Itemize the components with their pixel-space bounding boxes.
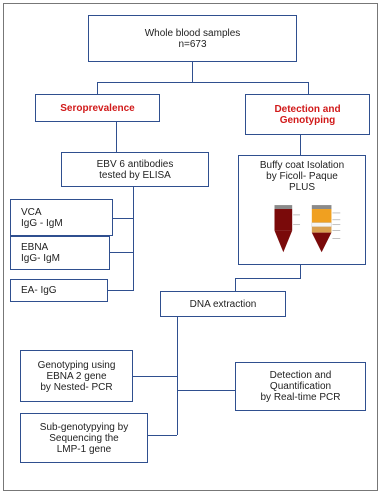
connector <box>110 252 133 253</box>
blood-tubes-illustration <box>274 205 341 253</box>
ebna-box: EBNA IgG- IgM <box>10 236 110 270</box>
detection-label: Detection and Genotyping <box>274 103 341 126</box>
connector <box>148 435 177 436</box>
root-text: Whole blood samples n=673 <box>144 27 241 50</box>
ea-box: EA- IgG <box>10 279 108 302</box>
connector <box>97 82 98 94</box>
genotyping-text: Genotyping using EBNA 2 gene by Nested- … <box>37 359 116 393</box>
buffy-coat-box: Buffy coat Isolation by Ficoll- Paque PL… <box>238 155 366 265</box>
connector <box>177 317 178 435</box>
seroprevalence-label: Seroprevalence <box>60 102 135 114</box>
outer-frame <box>3 3 378 491</box>
quantification-text: Detection and Quantification by Real-tim… <box>260 370 341 403</box>
dna-extraction-text: DNA extraction <box>189 298 257 310</box>
connector <box>308 82 309 94</box>
vca-text: VCA IgG - IgM <box>21 206 63 229</box>
subgenotyping-box: Sub-genotypying by Sequencing the LMP-1 … <box>20 413 148 463</box>
connector <box>113 218 133 219</box>
subgenotyping-text: Sub-genotypying by Sequencing the LMP-1 … <box>39 421 129 455</box>
connector <box>192 62 193 82</box>
connector <box>177 390 235 391</box>
connector <box>300 265 301 278</box>
ebna-text: EBNA IgG- IgM <box>21 242 60 264</box>
ebv-antibodies-text: EBV 6 antibodies tested by ELISA <box>96 158 174 181</box>
connector <box>97 82 308 83</box>
connector <box>133 376 177 377</box>
connector <box>108 290 133 291</box>
seroprevalence-box: Seroprevalence <box>35 94 160 122</box>
ea-text: EA- IgG <box>21 285 57 296</box>
quantification-box: Detection and Quantification by Real-tim… <box>235 362 366 411</box>
vca-box: VCA IgG - IgM <box>10 199 113 236</box>
buffy-coat-text: Buffy coat Isolation by Ficoll- Paque PL… <box>259 160 345 193</box>
ebv-antibodies-box: EBV 6 antibodies tested by ELISA <box>61 152 209 187</box>
dna-extraction-box: DNA extraction <box>160 291 286 317</box>
detection-box: Detection and Genotyping <box>245 94 370 135</box>
connector <box>235 278 301 279</box>
connector <box>235 278 236 291</box>
connector <box>133 187 134 291</box>
genotyping-box: Genotyping using EBNA 2 gene by Nested- … <box>20 350 133 402</box>
connector <box>300 135 301 155</box>
root-box: Whole blood samples n=673 <box>88 15 297 62</box>
connector <box>116 122 117 152</box>
